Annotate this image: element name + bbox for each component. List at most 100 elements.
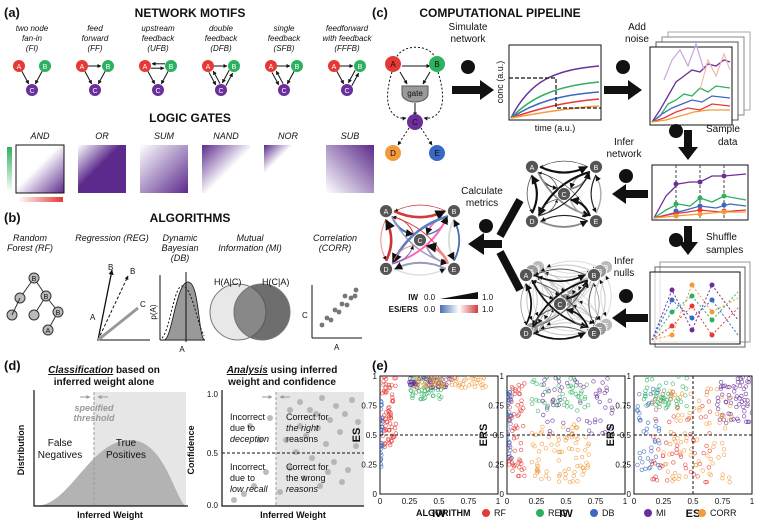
svg-text:reasons: reasons [286,484,319,494]
scatter-point [446,380,451,385]
motif-node-label: B [43,64,48,71]
confidence-dot [297,423,303,429]
scatter-point [700,403,705,409]
motif-node-label: B [358,64,363,71]
scatter-point [511,436,517,441]
pipeline-arrow-2 [604,80,642,100]
scatter-point [598,418,603,423]
confidence-dot [307,407,313,413]
scatter-point [650,477,655,482]
sampled-data-plot [651,164,749,221]
scatter-point [557,388,563,393]
scatter-point [380,462,384,467]
scatter-point [556,379,562,384]
scatter-point [607,398,612,403]
legend-swatch-mi [644,509,652,517]
scatter-point [653,474,658,479]
scatter-point [416,376,421,381]
scatter-point [519,447,524,453]
initial-network: gate A B C D E [385,46,445,161]
scatter-point [380,443,385,449]
gate-label: SUB [341,131,360,141]
network-edge [391,215,414,237]
scatter-point [529,459,534,465]
scatter-point [408,376,413,381]
algorithm-label: Regression (REG) [75,233,149,243]
confidence-dot [337,429,343,435]
scatter-point [380,391,385,396]
network-edge [447,218,455,261]
scatter-point [639,467,644,472]
step-5: 5 Infer network [606,137,643,183]
scatter-point [423,383,429,388]
scatter-point [671,460,676,465]
svg-text:the right: the right [286,423,319,433]
scatter-point [574,455,579,461]
scatter-point [578,400,583,405]
scatter-point [466,376,471,380]
scatter-point [697,406,702,411]
scatter-point [561,420,566,426]
svg-text:due to: due to [230,473,255,483]
svg-text:Simulate: Simulate [449,22,488,33]
confidence-dot [355,419,361,425]
scatter-point [727,480,732,485]
svg-text:B: B [32,276,37,283]
scatter-point [597,399,602,405]
scatter-point [721,413,727,419]
svg-text:Correct for: Correct for [286,462,329,472]
motif-edge [208,72,217,86]
merge-arrow [468,198,524,292]
network-edge [588,282,595,325]
scatter-point [461,378,467,383]
scatter-point [574,434,579,439]
scatter-point [644,378,650,383]
motif-node-label: C [92,88,97,95]
scatter-point [556,449,561,455]
motif-edge [275,70,284,84]
svg-text:H(A|C): H(A|C) [214,277,241,287]
scatter-point [725,384,730,390]
scatter-point [745,398,750,403]
scatter-point [569,447,575,452]
scatter-point [507,398,512,403]
network-edge [532,274,539,317]
mutual-information-venn: H(A|C) H(C|A) [209,277,291,341]
x-tick-label: 0.75 [715,497,731,506]
scatter-point [383,427,389,433]
scatter-point [515,473,521,479]
scatter-point [545,419,550,425]
motif-edge [21,71,30,85]
scatter-point [585,402,591,408]
scatter-point [583,394,588,400]
scatter-point [653,424,658,429]
scatter-point [739,399,745,404]
panel-e: (e) 000.250.250.50.50.750.7511IWES000.25… [351,358,755,520]
svg-text:low recall: low recall [230,484,269,494]
scatter-point [715,402,720,407]
scatter-point [641,429,646,434]
scatter-point [387,385,393,391]
scatter-point [674,418,679,423]
scatter-point [470,376,475,382]
scatter-point [575,447,580,453]
x-axis-label: IW [559,508,573,520]
gate-label: NOR [278,131,299,141]
scatter-point [569,404,574,409]
scatter-point [380,441,384,446]
network-edge [593,283,600,326]
scatter-point [539,476,544,482]
scatter-point [691,472,697,477]
network-node-label: B [594,165,599,172]
scatter-point [661,450,666,455]
scatter-point [565,404,570,409]
scatter-point [509,399,514,404]
svg-text:Add: Add [628,22,646,33]
scatter-point [668,441,673,447]
network-node-label: D [383,267,388,274]
scatter-point [712,441,717,446]
scatter-point [579,454,585,460]
scatter-point [694,437,700,442]
